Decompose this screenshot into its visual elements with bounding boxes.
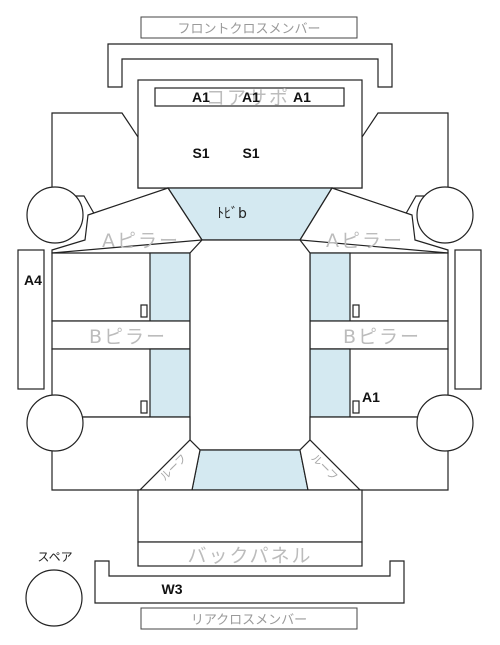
hood-mark-s1-right: S1 (242, 145, 259, 161)
front-right-wheel-icon (416, 186, 474, 244)
front-cross-member-box (140, 16, 358, 39)
hood-mark-s1-left: S1 (192, 145, 209, 161)
core-mark-a1-mid: A1 (242, 89, 260, 105)
left-side-sill (17, 249, 45, 390)
right-front-window (309, 252, 351, 322)
back-panel-box (137, 541, 363, 567)
b-pillar-right-label: Bピラー (343, 326, 421, 348)
rear-right-wheel-icon (416, 394, 474, 452)
rear-window (191, 449, 309, 491)
a-pillar-left-label: Aピラー (102, 230, 180, 252)
b-pillar-left-label: Bピラー (89, 326, 167, 348)
core-mark-a1-right: A1 (293, 89, 311, 105)
front-bumper (107, 43, 393, 88)
front-cross-member-label: フロントクロスメンバー (177, 22, 320, 37)
roof (189, 239, 311, 451)
rear-cross-member-box (140, 607, 358, 630)
roof-center-label: ﾄﾋﾞb (217, 206, 247, 222)
back-panel-label: バックパネル (187, 545, 312, 567)
left-side-mark-a4: A4 (24, 272, 42, 288)
right-door-mark-a1: A1 (362, 389, 380, 405)
left-front-door-handle (140, 304, 148, 318)
rear-cross-member-label: リアクロスメンバー (191, 613, 307, 628)
trunk (137, 489, 363, 543)
spare-label: スペア (37, 550, 72, 564)
left-rear-window (149, 348, 191, 418)
rear-left-wheel-icon (26, 394, 84, 452)
right-rear-window (309, 348, 351, 418)
spare-tire-icon (25, 569, 83, 627)
a-pillar-right-label: Aピラー (326, 230, 404, 252)
left-rear-door-handle (140, 400, 148, 414)
rear-bumper (94, 560, 405, 604)
right-front-door-handle (352, 304, 360, 318)
left-front-window (149, 252, 191, 322)
right-rear-door-handle (352, 400, 360, 414)
trunk-mark-w3: W3 (162, 581, 183, 597)
right-side-sill (454, 249, 482, 390)
front-left-wheel-icon (26, 186, 84, 244)
core-support-box (154, 87, 345, 107)
core-support-label: コアサポ (206, 87, 290, 109)
core-mark-a1-left: A1 (192, 89, 210, 105)
b-pillar-left-panel (51, 320, 191, 350)
